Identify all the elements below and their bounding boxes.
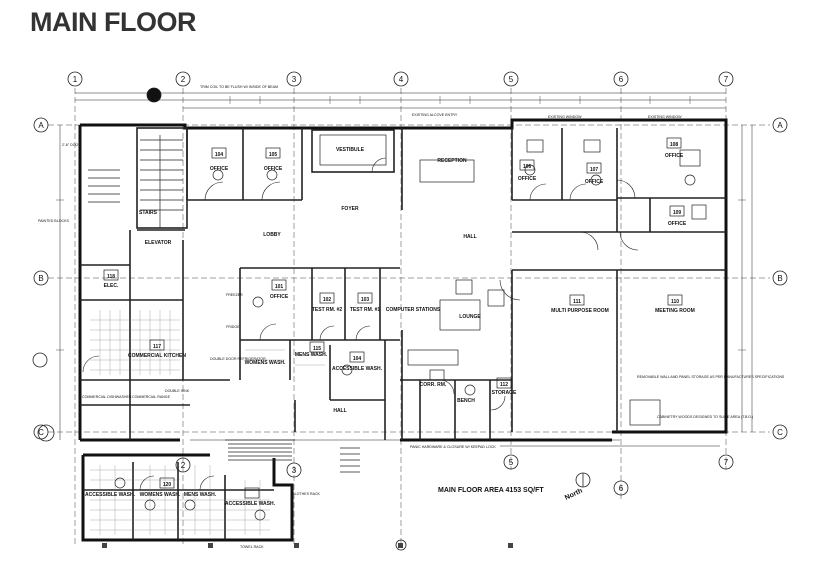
room-name: OFFICE (270, 294, 289, 300)
grid-col-label: 4 (399, 75, 404, 84)
room-number: 106 (523, 164, 532, 170)
room-number: 102 (323, 297, 332, 303)
room-number: 118 (107, 274, 115, 280)
room-name: OFFICE (210, 166, 229, 172)
note-label: COMMERCIAL DISHWASHER (82, 395, 132, 399)
room-name: ACCESSIBLE WASH. (85, 492, 136, 498)
room-name: ACCESSIBLE WASH. (225, 501, 276, 507)
room-name: VESTIBULE (336, 147, 365, 153)
grid-col-label: 3 (292, 75, 297, 84)
room-name: COMMERCIAL KITCHEN (128, 353, 186, 359)
room-name: HALL (333, 408, 346, 414)
room-number: 120 (163, 482, 172, 488)
room-name: CORR. RM. (420, 382, 447, 388)
room-name: OFFICE (264, 166, 283, 172)
room-name: LOUNGE (459, 314, 481, 320)
room-number: 115 (313, 346, 321, 352)
room-number: 101 (275, 284, 284, 290)
grid-col-label: 5 (509, 75, 514, 84)
room-name: OFFICE (668, 221, 687, 227)
note-label: 2'-6" DOOR (62, 143, 81, 147)
room-name: ACCESSIBLE WASH. (332, 366, 383, 372)
grid-col-label: 2 (181, 461, 186, 470)
note-label: COMMERCIAL RANGE (132, 395, 171, 399)
room-name: WOMENS WASH. (245, 360, 286, 366)
room-tags (103, 134, 707, 521)
room-number: 104 (215, 152, 224, 158)
room-name: WOMENS WASH. (140, 492, 181, 498)
note-label: PAINTED BLOCKS (38, 219, 69, 223)
room-number: 110 (671, 299, 679, 305)
room-name: MENS WASH. (295, 352, 328, 358)
grid-col-label: 5 (509, 458, 514, 467)
grid-col-label: 7 (724, 75, 729, 84)
room-number: 107 (590, 167, 599, 173)
room-name: STAIRS (139, 210, 158, 216)
grid-row-label: B (777, 274, 782, 283)
room-number: 117 (153, 344, 161, 350)
grid-col-label: 6 (619, 484, 624, 493)
room-number: 109 (673, 210, 682, 216)
room-name: ELEC. (104, 283, 119, 289)
room-number: 104 (353, 356, 362, 362)
grid-bubbles (32, 71, 788, 551)
grid-col-label: 2 (181, 75, 186, 84)
north-label: North (564, 488, 584, 502)
grid-row-label: A (38, 121, 44, 130)
room-number: 105 (269, 152, 278, 158)
grid-lines (48, 88, 770, 545)
room-name: HALL (463, 234, 476, 240)
note-label: EXISTING ALCOVE ENTRY (412, 113, 458, 117)
room-name: TEST RM. #2 (312, 307, 343, 313)
room-name: BENCH (457, 398, 475, 404)
room-name: FOYER (341, 206, 359, 212)
door-swings (82, 157, 639, 491)
room-name: OFFICE (585, 179, 604, 185)
area-caption: MAIN FLOOR AREA 4153 SQ/FT (438, 487, 544, 494)
grid-row-label: A (777, 121, 783, 130)
stair-treads (88, 135, 360, 473)
room-name: MENS WASH. (184, 492, 217, 498)
interior-walls (80, 127, 726, 540)
room-name: MULTI PURPOSE ROOM (551, 308, 609, 314)
grid-col-label: 3 (292, 466, 297, 475)
page-title: MAIN FLOOR (30, 7, 196, 37)
room-name: TEST RM. #1 (350, 307, 381, 313)
column-markers (102, 543, 513, 548)
note-label: DOUBLE SINK (165, 389, 190, 393)
note-label: CABINETRY WOODS DESIGNED TO SUITE AREA (… (657, 415, 753, 419)
exterior-walls (78, 118, 728, 542)
room-name: RECEPTION (437, 158, 467, 164)
note-label: DOUBLE DOOR REFRIGERATOR (210, 357, 266, 361)
room-name: OFFICE (665, 153, 684, 159)
note-label: EXISTING WINDOW (648, 115, 682, 119)
room-number: 111 (573, 299, 581, 305)
grid-row-label: B (38, 274, 43, 283)
grid-col-label: 7 (724, 458, 729, 467)
room-name: ELEVATOR (145, 240, 172, 246)
dimension-lines (56, 92, 753, 447)
room-name: COMPUTER STATIONS (386, 307, 441, 313)
note-label: TOWEL RACK (240, 545, 264, 549)
grid-row-label: C (38, 428, 44, 437)
note-label: FRIDGE (226, 325, 240, 329)
room-name: OFFICE (518, 176, 537, 182)
grid-row-label: C (777, 428, 783, 437)
grid-col-label: 6 (619, 75, 624, 84)
note-label: FREEZER (226, 293, 243, 297)
room-name: MEETING ROOM (655, 308, 695, 314)
room-number: 103 (361, 297, 370, 303)
room-number: 112 (500, 382, 508, 388)
note-label: REMOVABLE WALL AND PANEL STORAGE AS PER … (637, 375, 785, 379)
note-label: PANIC HARDWARE & CLOSURE W/ KEEPAD LOCK (410, 445, 496, 449)
grid-col-label: 1 (73, 75, 78, 84)
room-name: STORAGE (492, 390, 517, 396)
room-number: 108 (670, 142, 679, 148)
note-label: TRIM COIL TO BE FLUSH W/ INSIDE OF BEAM (200, 85, 278, 89)
room-name: LOBBY (263, 232, 281, 238)
note-label: EXISTING WINDOW (548, 115, 582, 119)
note-label: CLOTHES RACK (292, 492, 321, 496)
